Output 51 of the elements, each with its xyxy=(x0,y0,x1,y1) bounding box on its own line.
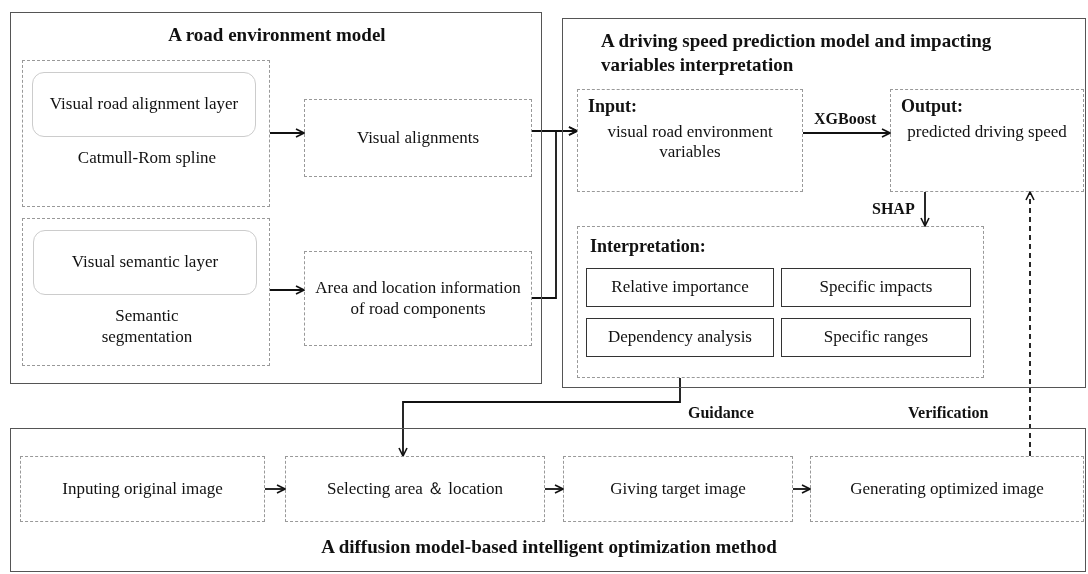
box xyxy=(781,318,971,357)
dashed-box xyxy=(563,456,793,522)
box-label: Visual alignments xyxy=(355,127,481,149)
panel-title: A road environment model xyxy=(167,23,387,47)
dashed-box xyxy=(577,226,984,378)
box-label: Catmull-Rom spline xyxy=(76,147,218,169)
box-label: Relative importance xyxy=(610,277,750,298)
arrow xyxy=(269,128,305,138)
box-label: Visual road alignment layer xyxy=(48,94,240,115)
arrow xyxy=(264,484,286,494)
arrow xyxy=(802,128,891,138)
rounded-box xyxy=(33,230,257,295)
panel-title: Interpretation: xyxy=(590,235,707,258)
dashed-box xyxy=(890,89,1084,192)
box-label: Visual semantic layer xyxy=(70,252,220,273)
rounded-box xyxy=(32,72,256,137)
panel xyxy=(10,428,1086,572)
box xyxy=(586,268,774,307)
box-label: Semantic segmentation xyxy=(100,305,194,348)
box-label: Giving target image xyxy=(609,478,747,500)
panel-title: A diffusion model-based intelligent optimization method xyxy=(320,535,778,559)
box-label: visual road environment variables xyxy=(606,121,774,163)
dashed-box xyxy=(22,218,270,366)
panel xyxy=(10,12,542,384)
panel-title: A driving speed prediction model and impacting variables interpretation xyxy=(601,29,993,77)
box-label: Generating optimized image xyxy=(849,478,1045,500)
dashed-box xyxy=(285,456,545,522)
arrow xyxy=(269,285,305,295)
dashed-box xyxy=(304,251,532,346)
dashed-box xyxy=(304,99,532,177)
arrow xyxy=(544,484,564,494)
box-label: predicted driving speed xyxy=(906,121,1068,142)
box-heading: Input: xyxy=(587,96,638,118)
box xyxy=(586,318,774,357)
dashed-box xyxy=(577,89,803,192)
box xyxy=(781,268,971,307)
box-label: Inputing original image xyxy=(61,478,224,500)
box-label: Specific ranges xyxy=(822,327,930,348)
box-label: Specific impacts xyxy=(818,277,934,298)
arrow xyxy=(792,484,811,494)
dashed-box xyxy=(810,456,1084,522)
arrow xyxy=(531,126,578,299)
dashed-arrow xyxy=(1025,191,1035,457)
box-label: Area and location information of road components xyxy=(314,278,522,319)
dashed-box xyxy=(20,456,265,522)
arrow xyxy=(920,191,930,227)
box-label: Dependency analysis xyxy=(607,327,753,348)
box-label: Selecting area ＆ location xyxy=(325,478,505,500)
dashed-box xyxy=(22,60,270,207)
box-heading: Output: xyxy=(900,96,963,118)
arrow xyxy=(398,377,681,457)
